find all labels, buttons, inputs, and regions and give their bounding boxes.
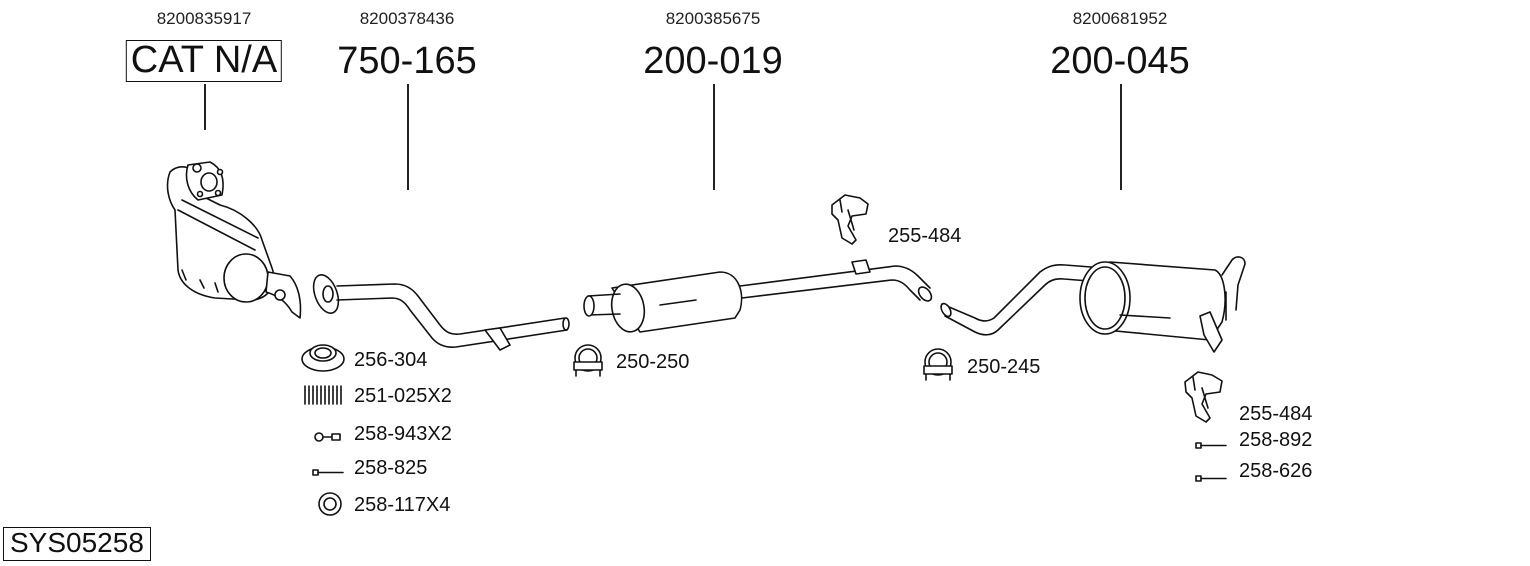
part-label-center-muffler[interactable]: 200-019 (643, 40, 783, 82)
gasket-ring-icon (301, 344, 345, 372)
hanger-drawing-upper (831, 194, 869, 245)
clamp-label-2[interactable]: 250-245 (967, 356, 1041, 378)
oem-number-center-muffler: 8200385675 (665, 9, 761, 28)
accessory-label-bolt-892[interactable]: 258-892 (1239, 429, 1313, 451)
hanger-label-upper[interactable]: 255-484 (888, 225, 962, 247)
rear-muffler-drawing (940, 256, 1246, 353)
u-clamp-icon-250-250 (573, 344, 603, 377)
center-muffler-drawing (583, 259, 933, 333)
front-pipe-drawing (312, 274, 570, 351)
accessory-label-washer[interactable]: 258-117X4 (354, 494, 451, 516)
leader-line-center-muffler (713, 84, 715, 190)
long-bolt-icon (312, 469, 344, 476)
clamp-label-1[interactable]: 250-250 (616, 351, 690, 373)
oem-number-front-pipe: 8200378436 (359, 9, 455, 28)
system-code-label: SYS05258 (3, 527, 151, 561)
accessory-label-bolt-626[interactable]: 258-626 (1239, 460, 1313, 482)
part-label-cat[interactable]: CAT N/A (125, 40, 283, 82)
part-label-front-pipe[interactable]: 750-165 (337, 40, 477, 82)
leader-line-cat (204, 84, 206, 130)
long-bolt-icon-258-892 (1195, 442, 1227, 449)
bolt-icon (314, 432, 341, 442)
hanger-drawing-lower (1184, 371, 1223, 423)
long-bolt-icon-258-626 (1195, 475, 1227, 482)
accessory-label-long-bolt[interactable]: 258-825 (354, 457, 428, 479)
part-label-rear-muffler[interactable]: 200-045 (1050, 40, 1190, 82)
accessory-label-gasket[interactable]: 256-304 (354, 349, 428, 371)
washer-ring-icon (318, 492, 342, 516)
leader-line-front-pipe (407, 84, 409, 190)
leader-line-rear-muffler (1120, 84, 1122, 190)
accessory-label-spring[interactable]: 251-025X2 (354, 385, 452, 407)
spring-icon (304, 385, 342, 405)
u-clamp-icon-250-245 (923, 348, 953, 381)
oem-number-cat: 8200835917 (156, 9, 252, 28)
catalytic-converter-drawing (166, 161, 302, 319)
oem-number-rear-muffler: 8200681952 (1072, 9, 1168, 28)
hanger-label-lower[interactable]: 255-484 (1239, 403, 1313, 425)
accessory-label-bolt[interactable]: 258-943X2 (354, 423, 452, 445)
